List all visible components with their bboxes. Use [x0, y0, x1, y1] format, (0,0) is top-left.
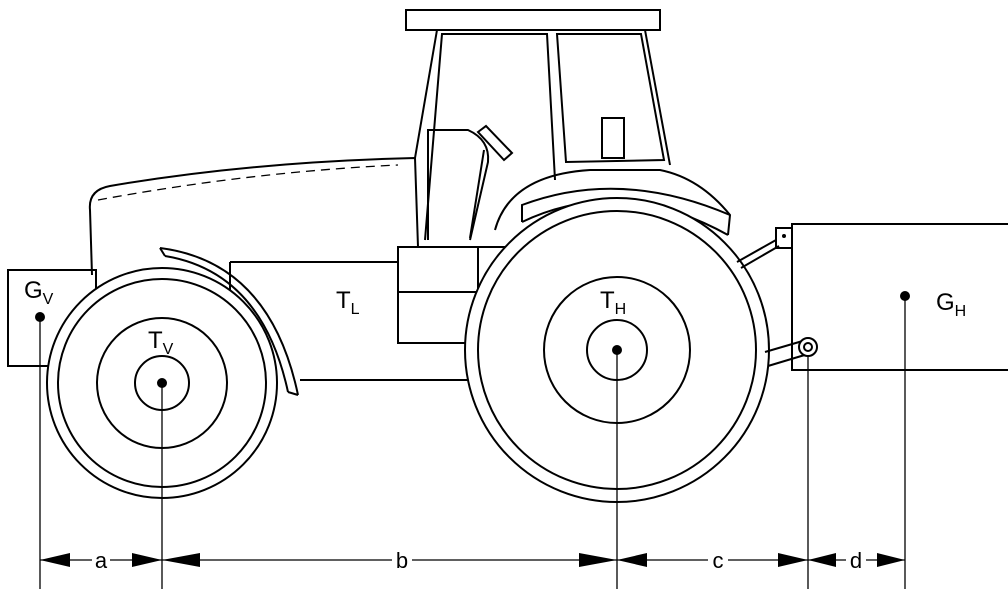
- dimension-b: b: [162, 548, 617, 573]
- dimension-a-label: a: [95, 548, 108, 573]
- label-front-weight: GV: [24, 277, 54, 308]
- rear-implement-weight: [791, 223, 1008, 371]
- dimension-d-label: d: [850, 548, 862, 573]
- front-axle-point: [157, 378, 167, 388]
- dimension-d: d: [808, 548, 905, 573]
- rear-axle-point: [612, 345, 622, 355]
- rear-weight-point: [900, 291, 910, 301]
- reference-lines: [39, 296, 906, 589]
- front-weight-point: [35, 312, 45, 322]
- tractor-cab: [405, 9, 671, 248]
- dimension-b-label: b: [396, 548, 408, 573]
- dimension-c: c: [617, 548, 808, 573]
- dimension-a: a: [40, 548, 162, 573]
- label-rear-axle: TH: [600, 287, 626, 318]
- front-fender: [159, 247, 299, 396]
- label-tractor-cg: TL: [336, 287, 360, 318]
- dimension-c-label: c: [713, 548, 724, 573]
- label-rear-weight: GH: [936, 289, 966, 320]
- label-front-axle: TV: [148, 327, 174, 358]
- tractor-hood: [88, 156, 419, 276]
